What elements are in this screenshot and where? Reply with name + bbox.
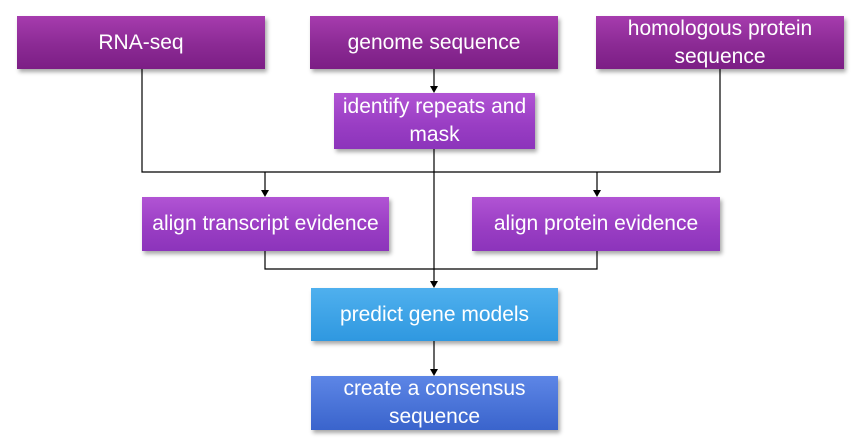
node-predict-gene-models-label: predict gene models	[339, 302, 530, 326]
connector-align-merge	[264, 251, 598, 270]
arrowhead-predict-consensus	[430, 369, 438, 376]
arrowhead-repeats-predict	[430, 281, 438, 288]
node-rna-seq: RNA-seq	[17, 16, 265, 69]
connector-evidence-bus	[141, 69, 721, 173]
node-create-consensus: create a consensus sequence	[311, 376, 558, 430]
node-align-transcript: align transcript evidence	[142, 197, 389, 251]
node-homologous-protein-sequence: homologous protein sequence	[596, 16, 844, 69]
node-identify-repeats: identify repeats and mask	[334, 93, 535, 149]
node-predict-gene-models: predict gene models	[311, 288, 558, 341]
node-identify-repeats-label: identify repeats and mask	[342, 95, 527, 146]
node-genome-sequence-label: genome sequence	[347, 30, 521, 54]
node-align-transcript-label: align transcript evidence	[152, 212, 379, 235]
node-align-protein-label: align protein evidence	[493, 212, 699, 235]
arrowhead-bus-protein	[593, 190, 601, 197]
node-rna-seq-label: RNA-seq	[98, 30, 184, 54]
arrowhead-genome-repeats	[430, 86, 438, 93]
node-homologous-protein-sequence-label: homologous protein sequence	[627, 16, 813, 68]
node-align-protein: align protein evidence	[472, 197, 720, 251]
arrowhead-bus-transcript	[261, 190, 269, 197]
node-genome-sequence: genome sequence	[310, 16, 558, 69]
node-create-consensus-label: create a consensus sequence	[343, 377, 526, 428]
